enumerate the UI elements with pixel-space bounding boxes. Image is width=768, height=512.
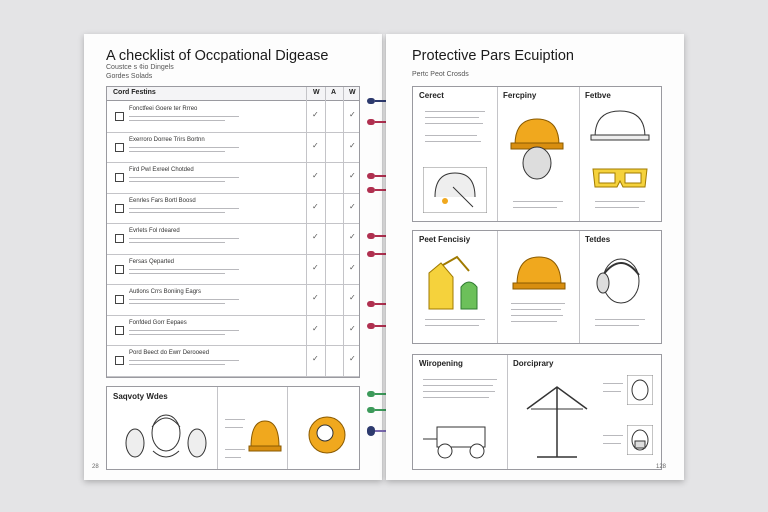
section-title: Saqvoty Wdes — [113, 392, 168, 401]
checklist-checkbox[interactable] — [115, 325, 124, 335]
checklist-checkbox[interactable] — [115, 295, 124, 305]
check-mark-icon: ✓ — [349, 171, 356, 181]
checklist-checkbox[interactable] — [115, 173, 124, 183]
check-mark-icon: ✓ — [349, 201, 356, 211]
panel-label: Fetbve — [585, 91, 611, 100]
check-mark-icon: ✓ — [312, 110, 319, 120]
respirator-illustration — [308, 416, 346, 454]
table-row: Exerroro Dorree Trirs Bortnn ✓ ✓ — [107, 132, 359, 163]
panel-label: Peet Fencisiy — [419, 235, 471, 244]
table-row: Fird Pwl Exreel Chotded ✓ ✓ — [107, 162, 359, 194]
table-row: Evrlets Fol rdeared ✓ ✓ — [107, 223, 359, 255]
text-lines — [129, 174, 249, 182]
checklist-item-label: Evrlets Fol rdeared — [129, 228, 180, 234]
column-header-label: Cord Festins — [113, 89, 156, 96]
panel-label: Dorciprary — [513, 359, 554, 368]
table-row: Fersas Qeparted ✓ ✓ — [107, 254, 359, 285]
page-number: 28 — [92, 464, 99, 470]
column-header-3: W — [349, 89, 356, 96]
panel-label: Cerect — [419, 91, 444, 100]
machinery-illustration — [423, 426, 486, 459]
panel-label: Fercpiny — [503, 91, 537, 100]
hardhat-illustration — [512, 256, 566, 290]
page-number: 128 — [656, 464, 667, 470]
text-lines — [129, 235, 249, 243]
page-subtitle-secondary: Gordes Solads — [106, 73, 153, 80]
check-mark-icon: ✓ — [349, 140, 356, 150]
checklist-item-label: Fersas Qeparted — [129, 258, 175, 265]
equipment-panel-top: Cerect Fercpiny Fetbve — [412, 86, 662, 222]
equipment-panel-middle: Peet Fencisiy Tetdes — [412, 230, 662, 344]
check-mark-icon: ✓ — [349, 262, 356, 272]
check-mark-icon: ✓ — [312, 262, 319, 272]
check-mark-icon: ✓ — [349, 110, 356, 120]
checklist-item-label: Fonfded Gorr Eepaes — [129, 319, 187, 326]
head-earmuffs-illustration — [596, 258, 640, 304]
check-mark-icon: ✓ — [349, 232, 356, 242]
protective-gloves-illustration — [428, 255, 478, 310]
checklist-checkbox[interactable] — [115, 356, 124, 366]
equipment-panel-bottom: Wiropening Dorciprary — [412, 354, 662, 470]
text-lines — [129, 113, 249, 121]
checklist-item-label: Autlons Crrs Boniing Eagrs — [129, 289, 202, 295]
face-shield-illustration — [423, 167, 487, 213]
text-lines — [129, 144, 249, 152]
check-mark-icon: ✓ — [312, 140, 319, 150]
hardhat-illustration — [248, 420, 282, 452]
table-row: Autlons Crrs Boniing Eagrs ✓ ✓ — [107, 284, 359, 316]
checklist-checkbox[interactable] — [115, 203, 124, 213]
text-lines — [129, 266, 249, 274]
text-lines — [129, 205, 249, 213]
scaffold-structure-illustration — [526, 386, 588, 458]
checklist-checkbox[interactable] — [115, 234, 124, 244]
table-row: Eenrles Fars Bortl Boosd ✓ ✓ — [107, 193, 359, 224]
respirator-mask-illustration — [627, 425, 653, 455]
panel-label: Wiropening — [419, 359, 463, 368]
face-portrait-illustration — [627, 375, 653, 405]
check-mark-icon: ✓ — [312, 354, 319, 364]
checklist-table: Cord Festins W A W Fonctfeei Goere ter R… — [106, 86, 360, 378]
check-mark-icon: ✓ — [349, 293, 356, 303]
safety-goggles-illustration — [592, 168, 648, 188]
table-row: Pord Beect do Ewrr Derooeed ✓ ✓ — [107, 345, 359, 377]
column-header-1: W — [313, 89, 320, 96]
check-mark-icon: ✓ — [312, 293, 319, 303]
checklist-item-label: Pord Beect do Ewrr Derooeed — [129, 350, 210, 356]
safety-notes-panel: Saqvoty Wdes — [106, 386, 360, 470]
text-lines — [129, 296, 249, 304]
check-mark-icon: ✓ — [312, 201, 319, 211]
panel-label: Tetdes — [585, 235, 611, 244]
left-page: A checklist of Occpational Digease Coust… — [84, 34, 382, 480]
page-title: Protective Pars Ecuiption — [412, 48, 574, 64]
checklist-item-label: Eenrles Fars Bortl Boosd — [129, 197, 196, 204]
head-with-earmuffs-illustration — [125, 414, 207, 458]
table-header: Cord Festins W A W — [107, 87, 359, 101]
checklist-checkbox[interactable] — [115, 112, 124, 122]
table-row: Fonctfeei Goere ter Rrreo ✓ ✓ — [107, 101, 359, 133]
check-mark-icon: ✓ — [312, 171, 319, 181]
checklist-checkbox[interactable] — [115, 142, 124, 152]
page-title: A checklist of Occpational Digease — [106, 48, 329, 64]
page-subtitle: Pertc Peot Crosds — [412, 71, 469, 78]
check-mark-icon: ✓ — [349, 354, 356, 364]
page-subtitle: Coustce s ¢io Dingels — [106, 64, 174, 71]
checklist-item-label: Fird Pwl Exreel Chotded — [129, 167, 194, 173]
right-page: Protective Pars Ecuiption Pertc Peot Cro… — [386, 34, 684, 480]
book-spine — [380, 34, 388, 480]
check-mark-icon: ✓ — [312, 323, 319, 333]
column-header-2: A — [331, 89, 337, 96]
check-mark-icon: ✓ — [349, 323, 356, 333]
checklist-item-label: Exerroro Dorree Trirs Bortnn — [129, 136, 205, 143]
welding-hardhat-illustration — [510, 118, 564, 180]
check-mark-icon: ✓ — [312, 232, 319, 242]
checklist-checkbox[interactable] — [115, 264, 124, 274]
table-row: Fonfded Gorr Eepaes ✓ ✓ — [107, 315, 359, 346]
white-hardhat-illustration — [590, 110, 650, 141]
text-lines — [129, 327, 249, 335]
checklist-item-label: Fonctfeei Goere ter Rrreo — [129, 106, 198, 112]
text-lines — [129, 357, 249, 365]
